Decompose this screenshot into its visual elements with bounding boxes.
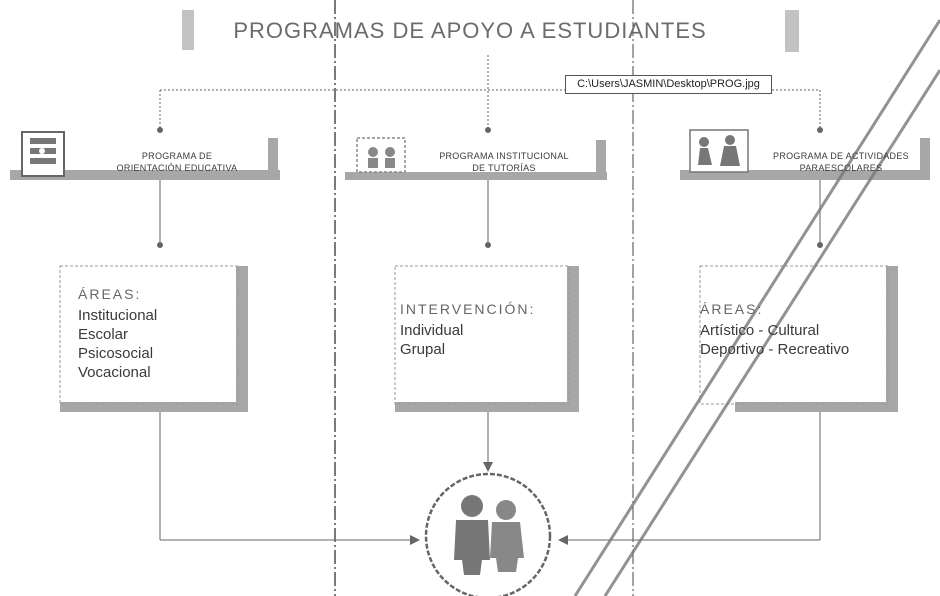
- students-icon: [424, 472, 552, 596]
- node-dot-1: [157, 127, 163, 133]
- detail-item: Individual: [400, 322, 464, 339]
- detail-heading: ÁREAS:: [700, 301, 764, 317]
- detail-item: Grupal: [400, 341, 446, 358]
- detail-item: Psicosocial: [78, 345, 154, 362]
- detail-item: Deportivo - Recreativo: [700, 341, 850, 358]
- orientation-icon: [21, 131, 65, 177]
- bottom-connectors: [159, 412, 821, 541]
- detail-box-activities: ÁREAS: Artístico - Cultural Deportivo - …: [700, 300, 849, 359]
- activities-icon: [689, 129, 749, 173]
- detail-box-tutoring: INTERVENCIÓN: Individual Grupal: [400, 300, 535, 359]
- tutoring-icon: [356, 137, 406, 173]
- mid-dot-1: [157, 242, 163, 248]
- top-connector: [159, 55, 821, 130]
- detail-item: Institucional: [78, 307, 158, 324]
- mid-connectors: [159, 180, 821, 245]
- detail-heading: ÁREAS:: [78, 286, 142, 302]
- program-label-line1: PROGRAMA DE ACTIVIDADES: [773, 151, 909, 161]
- arrow-left-in: [410, 535, 420, 545]
- detail-box-orientation: ÁREAS: Institucional Escolar Psicosocial…: [78, 285, 157, 382]
- program-label-tutoring: PROGRAMA INSTITUCIONAL DE TUTORÍAS: [414, 150, 594, 174]
- detail-box-outlines: [59, 265, 889, 405]
- diagram-title: PROGRAMAS DE APOYO A ESTUDIANTES: [233, 18, 707, 43]
- detail-item: Vocacional: [78, 364, 151, 381]
- program-label-orientation: PROGRAMA DE ORIENTACIÓN EDUCATIVA: [92, 150, 262, 174]
- detail-box-shadows: [60, 266, 898, 412]
- mid-dot-2: [485, 242, 491, 248]
- program-label-line2: ORIENTACIÓN EDUCATIVA: [116, 163, 238, 173]
- title-right-mark: [785, 10, 799, 52]
- program-label-line2: PARAESCOLARES: [799, 163, 883, 173]
- node-dot-2: [485, 127, 491, 133]
- title-left-mark: [182, 10, 194, 50]
- detail-item: Artístico - Cultural: [700, 322, 820, 339]
- program-box-shadows: [10, 138, 930, 180]
- program-label-line2: DE TUTORÍAS: [472, 163, 536, 173]
- program-label-activities: PROGRAMA DE ACTIVIDADES PARAESCOLARES: [752, 150, 930, 174]
- detail-item: Escolar: [78, 326, 129, 343]
- detail-heading: INTERVENCIÓN:: [400, 301, 536, 317]
- diagonal-scan-lines: [573, 19, 940, 596]
- mid-dot-3: [817, 242, 823, 248]
- arrow-top-in: [483, 462, 493, 472]
- file-path-label: C:\Users\JASMIN\Desktop\PROG.jpg: [565, 75, 772, 94]
- node-dot-3: [817, 127, 823, 133]
- arrow-right-in: [558, 535, 568, 545]
- program-label-line1: PROGRAMA DE: [141, 151, 213, 161]
- program-label-line1: PROGRAMA INSTITUCIONAL: [439, 151, 569, 161]
